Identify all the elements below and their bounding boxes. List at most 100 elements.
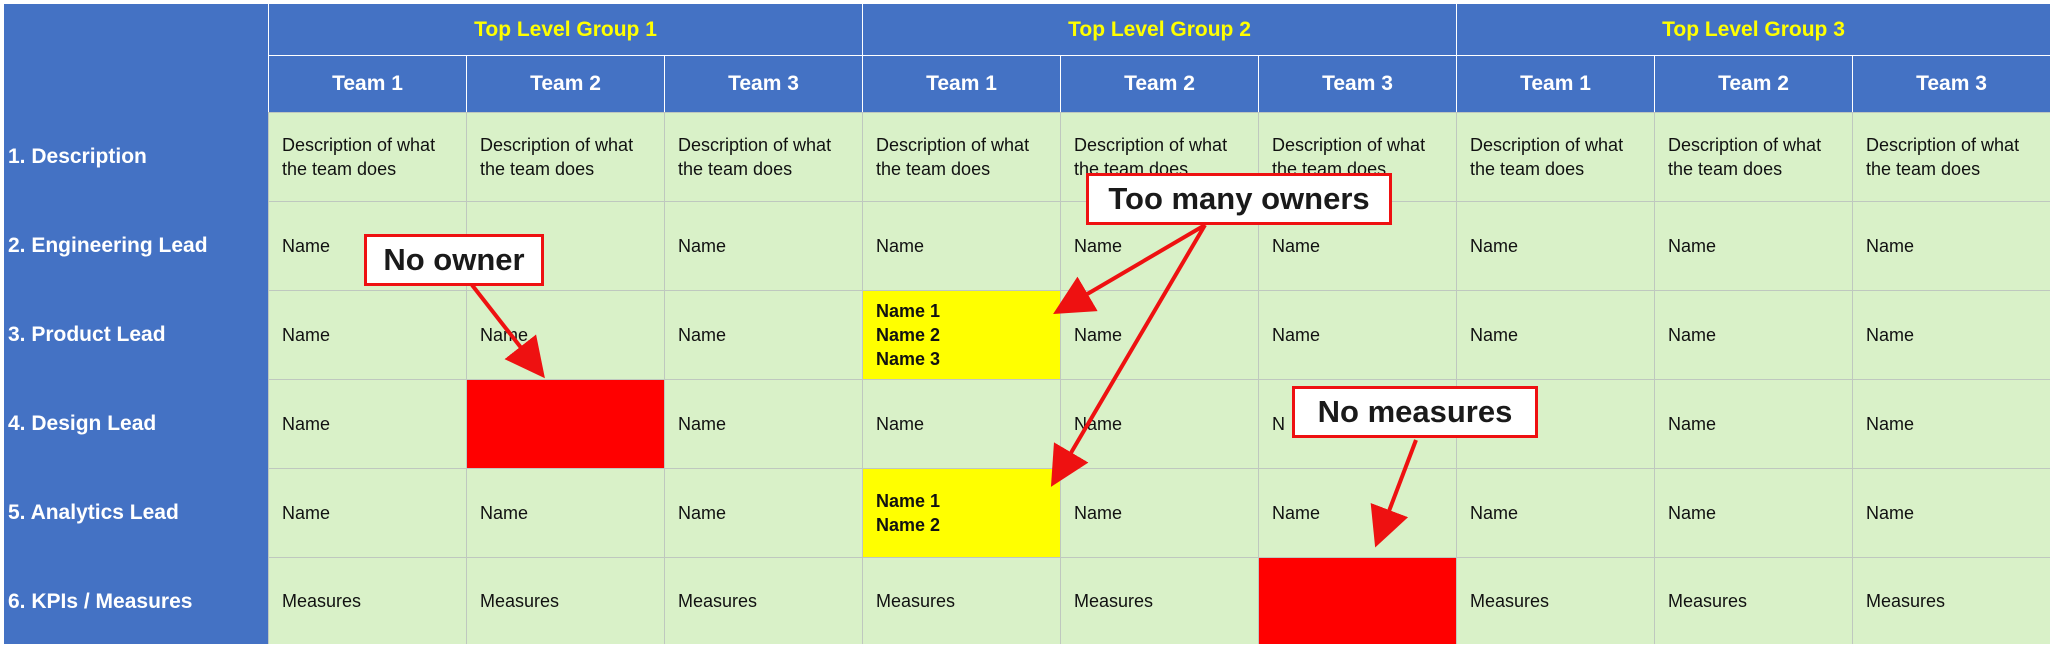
cell-text: Measures — [876, 591, 956, 611]
cell-text: Name — [876, 236, 925, 256]
cell-text: Description of what the team does — [1668, 135, 1822, 179]
matrix-cell: Measures — [862, 557, 1060, 644]
cell-text: Name 1 Name 2 Name 3 — [876, 301, 941, 369]
matrix-cell: Description of what the team does — [664, 112, 862, 201]
cell-text: Name — [1074, 325, 1123, 345]
matrix-cell: Name — [1852, 379, 2050, 468]
cell-text: Name — [282, 236, 331, 256]
matrix-cell: Name — [1456, 201, 1654, 290]
cell-text: Name — [678, 325, 727, 345]
matrix-cell — [1258, 557, 1456, 644]
matrix-cell: Name — [268, 290, 466, 379]
no-measures-callout: No measures — [1292, 386, 1538, 438]
matrix-cell: Name — [1654, 468, 1852, 557]
matrix-cell: Name — [664, 379, 862, 468]
cell-text: Name — [1272, 236, 1321, 256]
cell-text: Description of what the team does — [480, 135, 634, 179]
matrix-cell: Measures — [1654, 557, 1852, 644]
team-header: Team 3 — [1258, 56, 1456, 112]
matrix-cell: Name — [1852, 468, 2050, 557]
cell-text: Name — [1668, 503, 1717, 523]
row-label: 5. Analytics Lead — [8, 500, 179, 524]
cell-text: Name — [282, 503, 331, 523]
cell-text: Measures — [480, 591, 560, 611]
row-label: 4. Design Lead — [8, 411, 157, 435]
group-header: Top Level Group 1 — [268, 4, 862, 56]
matrix-cell: Name — [1852, 201, 2050, 290]
too-many-owners-arrow-2 — [1050, 223, 1207, 487]
matrix-cell: Name — [1258, 468, 1456, 557]
cell-text: N — [1272, 414, 1285, 434]
matrix-cell: Description of what the team does — [268, 112, 466, 201]
matrix-cell: Measures — [466, 557, 664, 644]
cell-text: Name — [480, 503, 529, 523]
team-header: Team 3 — [664, 56, 862, 112]
team-header: Team 1 — [862, 56, 1060, 112]
cell-text: Name — [1470, 236, 1519, 256]
cell-text: Name — [876, 414, 925, 434]
matrix-cell: Name — [664, 290, 862, 379]
cell-text: Measures — [1074, 591, 1154, 611]
matrix-cell: Name — [1654, 290, 1852, 379]
cell-text: Name — [1866, 236, 1915, 256]
matrix-cell: Name — [466, 468, 664, 557]
matrix-cell: Name — [862, 201, 1060, 290]
team-header: Team 2 — [466, 56, 664, 112]
team-header: Team 2 — [1060, 56, 1258, 112]
matrix-cell: Name — [268, 379, 466, 468]
team-header: Team 1 — [1456, 56, 1654, 112]
cell-text: Name — [1866, 414, 1915, 434]
cell-text: Name — [1272, 325, 1321, 345]
cell-text: Name — [678, 503, 727, 523]
matrix-cell: Measures — [1456, 557, 1654, 644]
cell-text: Name — [678, 236, 727, 256]
matrix-cell: Name — [1258, 290, 1456, 379]
matrix-cell: Name — [664, 468, 862, 557]
matrix-cell: Measures — [268, 557, 466, 644]
no-owner-callout: No owner — [364, 234, 544, 286]
matrix-cell: Name — [1456, 468, 1654, 557]
cell-text: Measures — [1866, 591, 1946, 611]
cell-text: Description of what the team does — [1866, 135, 2020, 179]
cell-text: Name — [1668, 325, 1717, 345]
matrix-cell: Name — [1852, 290, 2050, 379]
cell-text: Description of what the team does — [1470, 135, 1624, 179]
matrix-cell: Name — [1060, 468, 1258, 557]
team-header: Team 3 — [1852, 56, 2050, 112]
group-header: Top Level Group 2 — [862, 4, 1456, 56]
cell-text: Measures — [678, 591, 758, 611]
matrix-cell: Description of what the team does — [1654, 112, 1852, 201]
cell-text: Name — [1668, 414, 1717, 434]
no-measures-arrow — [1370, 439, 1418, 548]
group-header: Top Level Group 3 — [1456, 4, 2050, 56]
matrix-cell: Name — [1654, 201, 1852, 290]
matrix-cell: Measures — [1060, 557, 1258, 644]
too-many-owners-callout: Too many owners — [1086, 173, 1392, 225]
cell-text: Name — [1272, 503, 1321, 523]
matrix-cell: Description of what the team does — [1852, 112, 2050, 201]
matrix-cell: Name 1 Name 2 — [862, 468, 1060, 557]
matrix-cell — [466, 379, 664, 468]
matrix-cell: Name — [862, 379, 1060, 468]
cell-text: Measures — [1470, 591, 1550, 611]
too-many-owners-arrow-1 — [1053, 223, 1207, 315]
cell-text: Name — [1668, 236, 1717, 256]
matrix-cell: Description of what the team does — [1456, 112, 1654, 201]
cell-text: Name — [1470, 325, 1519, 345]
cell-text: Description of what the team does — [282, 135, 436, 179]
matrix-cell: Measures — [1852, 557, 2050, 644]
matrix-cell: Name — [1654, 379, 1852, 468]
matrix-cell: Description of what the team does — [862, 112, 1060, 201]
team-header: Team 1 — [268, 56, 466, 112]
matrix-cell: Name — [1060, 379, 1258, 468]
matrix-cell: Name 1 Name 2 Name 3 — [862, 290, 1060, 379]
cell-text: Name — [1866, 503, 1915, 523]
row-label: 3. Product Lead — [8, 322, 166, 346]
cell-text: Description of what the team does — [876, 135, 1030, 179]
cell-text: Measures — [1668, 591, 1748, 611]
matrix-cell: Name — [1456, 290, 1654, 379]
row-label: 1. Description — [8, 144, 147, 168]
row-label: 2. Engineering Lead — [8, 233, 208, 257]
cell-text: Name — [282, 414, 331, 434]
